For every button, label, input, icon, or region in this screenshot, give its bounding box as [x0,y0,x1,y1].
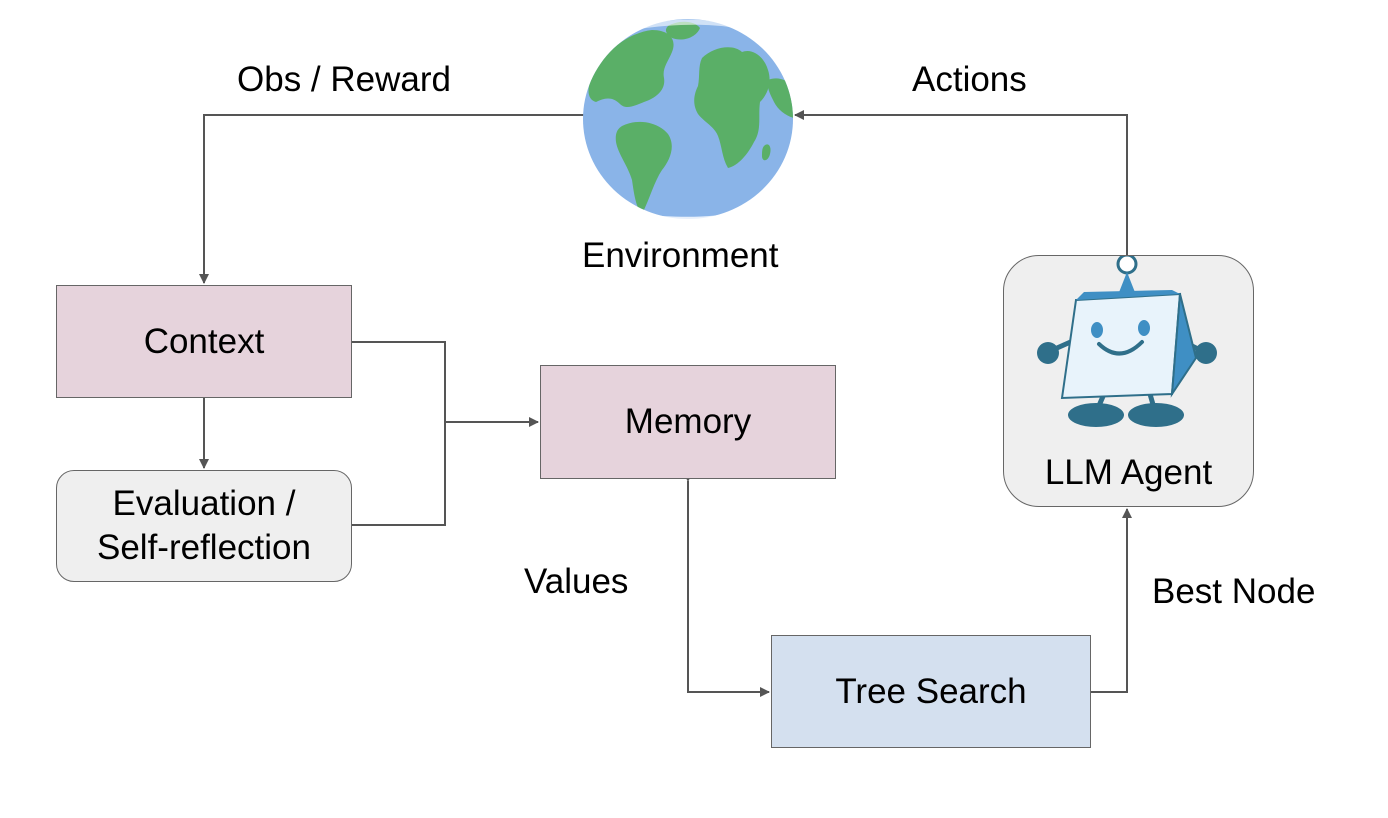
llm-agent-box: LLM Agent [1003,255,1254,507]
tree-search-box: Tree Search [771,635,1091,748]
memory-label: Memory [624,402,752,441]
globe-icon [583,19,793,220]
obs-reward-arrow [199,114,585,284]
robot-icon [1037,256,1217,427]
best-node-label: Best Node [1152,572,1316,611]
values-arrow [683,472,770,697]
context-to-memory-line [352,341,446,526]
values-label: Values [524,562,629,601]
best-node-arrow [1091,508,1132,693]
context-box: Context [56,285,352,398]
memory-box: Memory [540,365,836,479]
llm-agent-label: LLM Agent [1044,453,1213,492]
obs-reward-label: Obs / Reward [237,60,451,99]
evaluation-label-line1: Evaluation / [112,484,296,523]
tree-search-label: Tree Search [835,671,1027,711]
actions-label: Actions [912,60,1027,99]
actions-arrow [794,110,1128,255]
context-label: Context [143,321,265,361]
environment-label: Environment [582,236,779,275]
evaluation-label-line2: Self-reflection [97,528,311,567]
evaluation-box: Evaluation / Self-reflection [56,470,352,582]
